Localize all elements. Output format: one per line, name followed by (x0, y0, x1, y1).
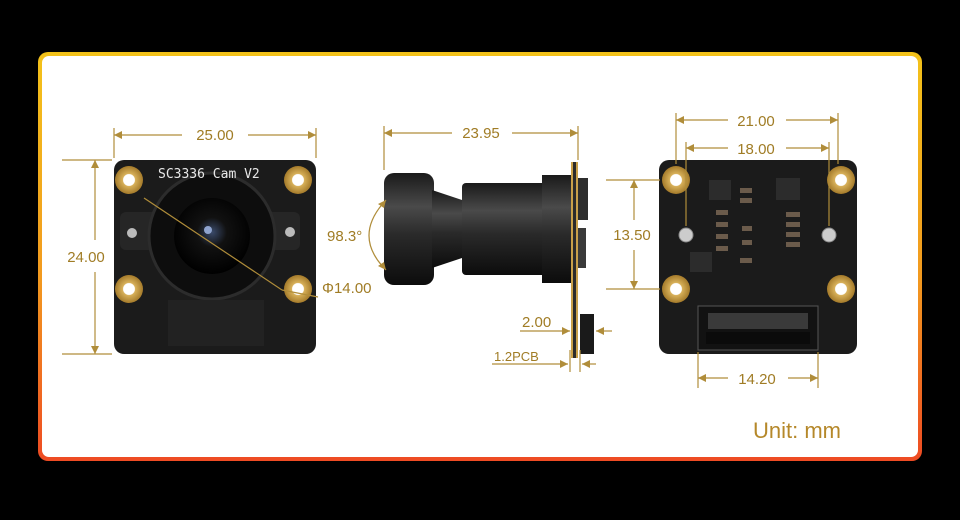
side-component-2 (578, 228, 586, 268)
side-view (384, 162, 594, 358)
back-hole-bl (662, 275, 690, 303)
dim-side-length: 23.95 (383, 125, 579, 170)
dim-connector-thickness: 2.00 (520, 314, 612, 335)
side-lens-barrel (462, 183, 546, 275)
back-screw-right (821, 227, 837, 243)
side-lens-neck (432, 190, 462, 268)
holder-screw-right (285, 227, 295, 237)
dim-connector-width-label: 14.20 (738, 371, 776, 388)
front-view: SC3336 Cam V2 (114, 160, 316, 354)
back-view (659, 160, 857, 354)
back-hole-tl (662, 166, 690, 194)
front-pcb-texture (168, 300, 264, 346)
back-passives (716, 188, 800, 263)
dim-front-width: 25.00 (113, 127, 317, 158)
dim-front-width-label: 25.00 (196, 127, 234, 144)
dim-front-height: 24.00 (62, 159, 112, 355)
back-hole-br (827, 275, 855, 303)
back-hole-tr (827, 166, 855, 194)
dim-side-length-label: 23.95 (462, 125, 500, 142)
lens-glass (174, 198, 250, 274)
dim-back-hole-spacing-label: 13.50 (613, 227, 651, 244)
front-hole-tl (115, 166, 143, 194)
side-pcb-core (573, 162, 576, 358)
back-chip-3 (690, 252, 712, 272)
unit-label: Unit: mm (753, 418, 841, 443)
board-label: SC3336 Cam V2 (158, 167, 260, 182)
dim-pcb-thickness-label: 1.2PCB (494, 349, 539, 364)
back-chip-2 (776, 178, 800, 200)
dim-lens-diameter-label: Φ14.00 (322, 280, 372, 297)
dim-back-outer: 21.00 (675, 113, 839, 164)
dim-back-outer-label: 21.00 (737, 113, 775, 130)
dim-pcb-thickness: 1.2PCB (492, 349, 596, 372)
lens-reflection (204, 226, 212, 234)
dim-fov: 98.3° (327, 199, 387, 271)
front-hole-bl (115, 275, 143, 303)
side-connector (580, 314, 594, 354)
dim-connector-width: 14.20 (697, 352, 819, 388)
dim-front-height-label: 24.00 (67, 249, 105, 266)
back-screw-left (678, 227, 694, 243)
back-fpc-slot (708, 313, 808, 329)
front-hole-br (284, 275, 312, 303)
dim-lens-diameter: Φ14.00 (143, 197, 372, 298)
side-lens-front (384, 173, 434, 285)
back-fpc-latch (706, 332, 810, 344)
holder-screw-left (127, 228, 137, 238)
dim-connector-thickness-label: 2.00 (522, 314, 551, 331)
front-hole-tr (284, 166, 312, 194)
side-holder-block (542, 175, 572, 283)
dim-back-inner-label: 18.00 (737, 141, 775, 158)
dim-fov-label: 98.3° (327, 228, 362, 245)
dim-back-hole-spacing: 13.50 (606, 179, 660, 290)
dim-back-inner: 18.00 (685, 141, 830, 226)
back-chip-1 (709, 180, 731, 200)
side-component-1 (578, 178, 588, 220)
